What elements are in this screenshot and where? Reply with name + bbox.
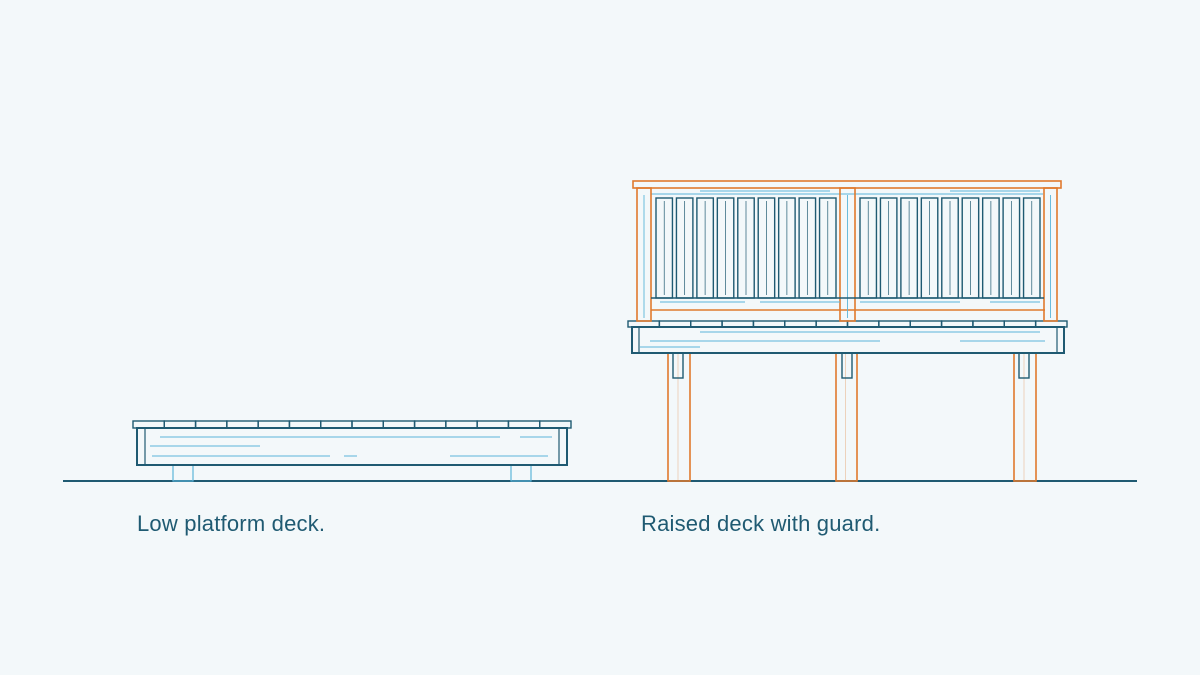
raised-deck-brackets <box>672 352 1030 379</box>
low-deck-board <box>132 420 165 429</box>
guard-post <box>636 187 652 322</box>
raised-deck-post <box>667 352 691 482</box>
low-deck-wood-grain <box>150 436 552 457</box>
raised-deck-wood-grain <box>640 331 1045 348</box>
low-deck-caption: Low platform deck. <box>137 511 326 536</box>
guard-post <box>1043 187 1058 322</box>
low-deck-board <box>351 420 384 429</box>
low-deck-board <box>507 420 541 429</box>
raised-deck-caption: Raised deck with guard. <box>641 511 881 536</box>
raised-deck-post <box>835 352 858 482</box>
low-deck-board <box>226 420 259 429</box>
low-deck-foot-left <box>172 464 194 482</box>
low-deck-board <box>288 420 322 429</box>
low-deck-foot-right <box>510 464 532 482</box>
low-deck-board <box>382 420 416 429</box>
guard-balusters <box>651 197 1044 299</box>
low-deck-board <box>320 420 353 429</box>
raised-deck-post <box>1013 352 1037 482</box>
raised-deck-frame <box>631 326 1065 354</box>
low-deck-board <box>539 420 572 429</box>
guard-rail <box>632 180 1062 322</box>
raised-deck-bracket <box>841 352 853 379</box>
raised-deck <box>627 180 1068 482</box>
guard-post <box>839 187 856 322</box>
low-platform-deck <box>132 420 572 482</box>
low-deck-board <box>445 420 478 429</box>
low-deck-board <box>476 420 510 429</box>
guard-top-rail <box>632 180 1062 189</box>
low-deck-board <box>257 420 291 429</box>
guard-posts <box>636 187 1058 322</box>
guard-wood-grain <box>660 190 1040 303</box>
low-deck-board <box>194 420 228 429</box>
low-deck-board <box>163 420 197 429</box>
low-deck-frame <box>136 427 568 466</box>
low-deck-boards <box>132 420 572 429</box>
low-deck-board <box>413 420 447 429</box>
